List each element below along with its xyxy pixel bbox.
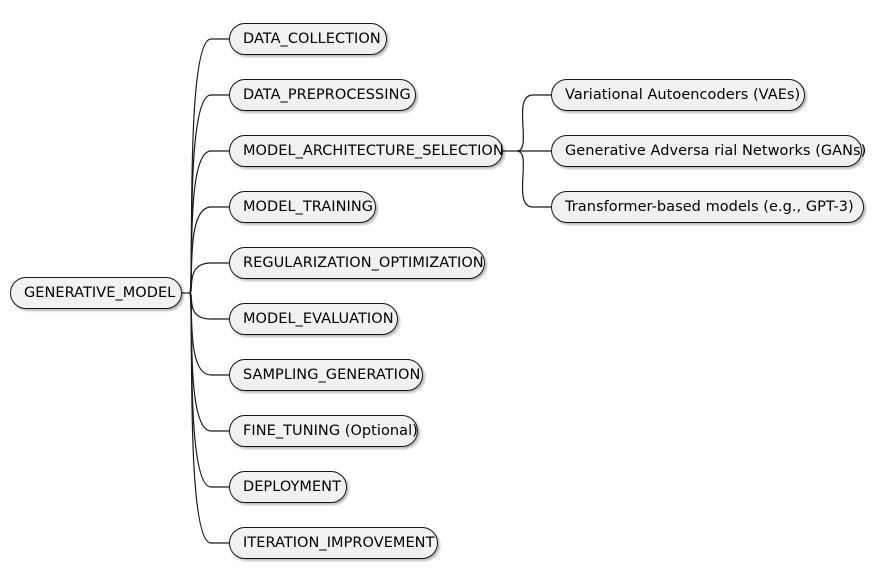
node-sub-variational-autoencoders-vaes[interactable]: Variational Autoencoders (VAEs) <box>551 79 805 111</box>
node-branch-model-architecture-selection[interactable]: MODEL_ARCHITECTURE_SELECTION <box>229 135 504 167</box>
edge-arch-to-variational-autoencoders-vaes <box>516 94 551 152</box>
edge-root-to-data-collection <box>189 38 229 294</box>
node-sub-generative-adversa-rial-networks-gans[interactable]: Generative Adversa rial Networks (GANs) <box>551 135 866 167</box>
edge-root-to-iteration-improvement <box>189 292 229 544</box>
edge-root-to-sampling-generation <box>189 292 229 376</box>
node-sub-transformer-based-models-e-g-gpt-3[interactable]: Transformer-based models (e.g., GPT-3) <box>551 191 864 223</box>
node-branch-regularization-optimization[interactable]: REGULARIZATION_OPTIMIZATION <box>229 247 485 279</box>
edge-root-to-fine-tuning-optional <box>189 292 229 432</box>
node-branch-data-preprocessing[interactable]: DATA_PREPROCESSING <box>229 79 416 111</box>
node-branch-model-evaluation[interactable]: MODEL_EVALUATION <box>229 303 398 335</box>
node-branch-data-collection[interactable]: DATA_COLLECTION <box>229 23 387 55</box>
edge-arch-to-transformer-based-models-e-g-gpt-3 <box>516 150 551 208</box>
edge-root-to-regularization-optimization <box>189 262 229 294</box>
edge-root-to-data-preprocessing <box>189 94 229 294</box>
node-branch-iteration-improvement[interactable]: ITERATION_IMPROVEMENT <box>229 527 438 559</box>
node-branch-deployment[interactable]: DEPLOYMENT <box>229 471 347 503</box>
edge-root-to-deployment <box>189 292 229 488</box>
node-branch-sampling-generation[interactable]: SAMPLING_GENERATION <box>229 359 423 391</box>
edge-root-to-model-evaluation <box>189 292 229 320</box>
node-branch-model-training[interactable]: MODEL_TRAINING <box>229 191 376 223</box>
node-root-generative-model[interactable]: GENERATIVE_MODEL <box>10 277 182 309</box>
edge-root-to-model-architecture-selection <box>189 150 229 294</box>
edge-root-to-model-training <box>189 206 229 294</box>
node-branch-fine-tuning-optional[interactable]: FINE_TUNING (Optional) <box>229 415 418 447</box>
